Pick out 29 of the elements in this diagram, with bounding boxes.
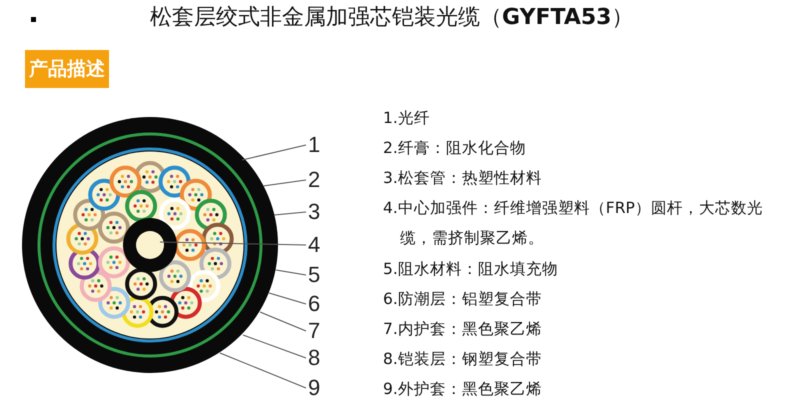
callout-number: 3 [308,200,320,224]
title: 松套层绞式非金属加强芯铠装光缆（GYFTA53） [150,4,634,32]
description-item: 9.外护套：黑色聚乙烯 [383,379,543,400]
callout-number: 1 [308,133,320,157]
leader-line [220,352,306,388]
callout-number: 8 [308,346,320,370]
description-item: 7.内护套：黑色聚乙烯 [383,319,543,340]
callout-number: 9 [308,376,320,400]
leader-line [160,242,306,246]
callout-number: 2 [308,168,320,192]
callout-number: 6 [308,292,320,316]
callout-number: 4 [308,233,320,257]
section-heading: 产品描述 [25,50,109,88]
leader-line [262,180,306,186]
description-item: 5.阻水材料：阻水填充物 [383,259,559,280]
callout-number: 7 [308,319,320,343]
leader-line [274,212,306,216]
description-item: 4.中心加强件：纤维增强塑料（FRP）圆杆，大芯数光缆，需挤制聚乙烯。 [383,198,764,249]
leader-line [242,144,306,160]
callout-number: 5 [308,263,320,287]
leader-line [268,292,306,304]
leader-line [260,312,306,332]
description-item: 8.铠装层：钢塑复合带 [383,349,543,370]
description-item: 3.松套管：热塑性材料 [383,168,543,189]
leader-line [242,334,306,358]
description-item: 6.防潮层：铝塑复合带 [383,289,543,310]
description-item: 2.纤膏：阻水化合物 [383,138,527,159]
description-item: 1.光纤 [383,108,431,129]
leader-line [276,270,306,276]
